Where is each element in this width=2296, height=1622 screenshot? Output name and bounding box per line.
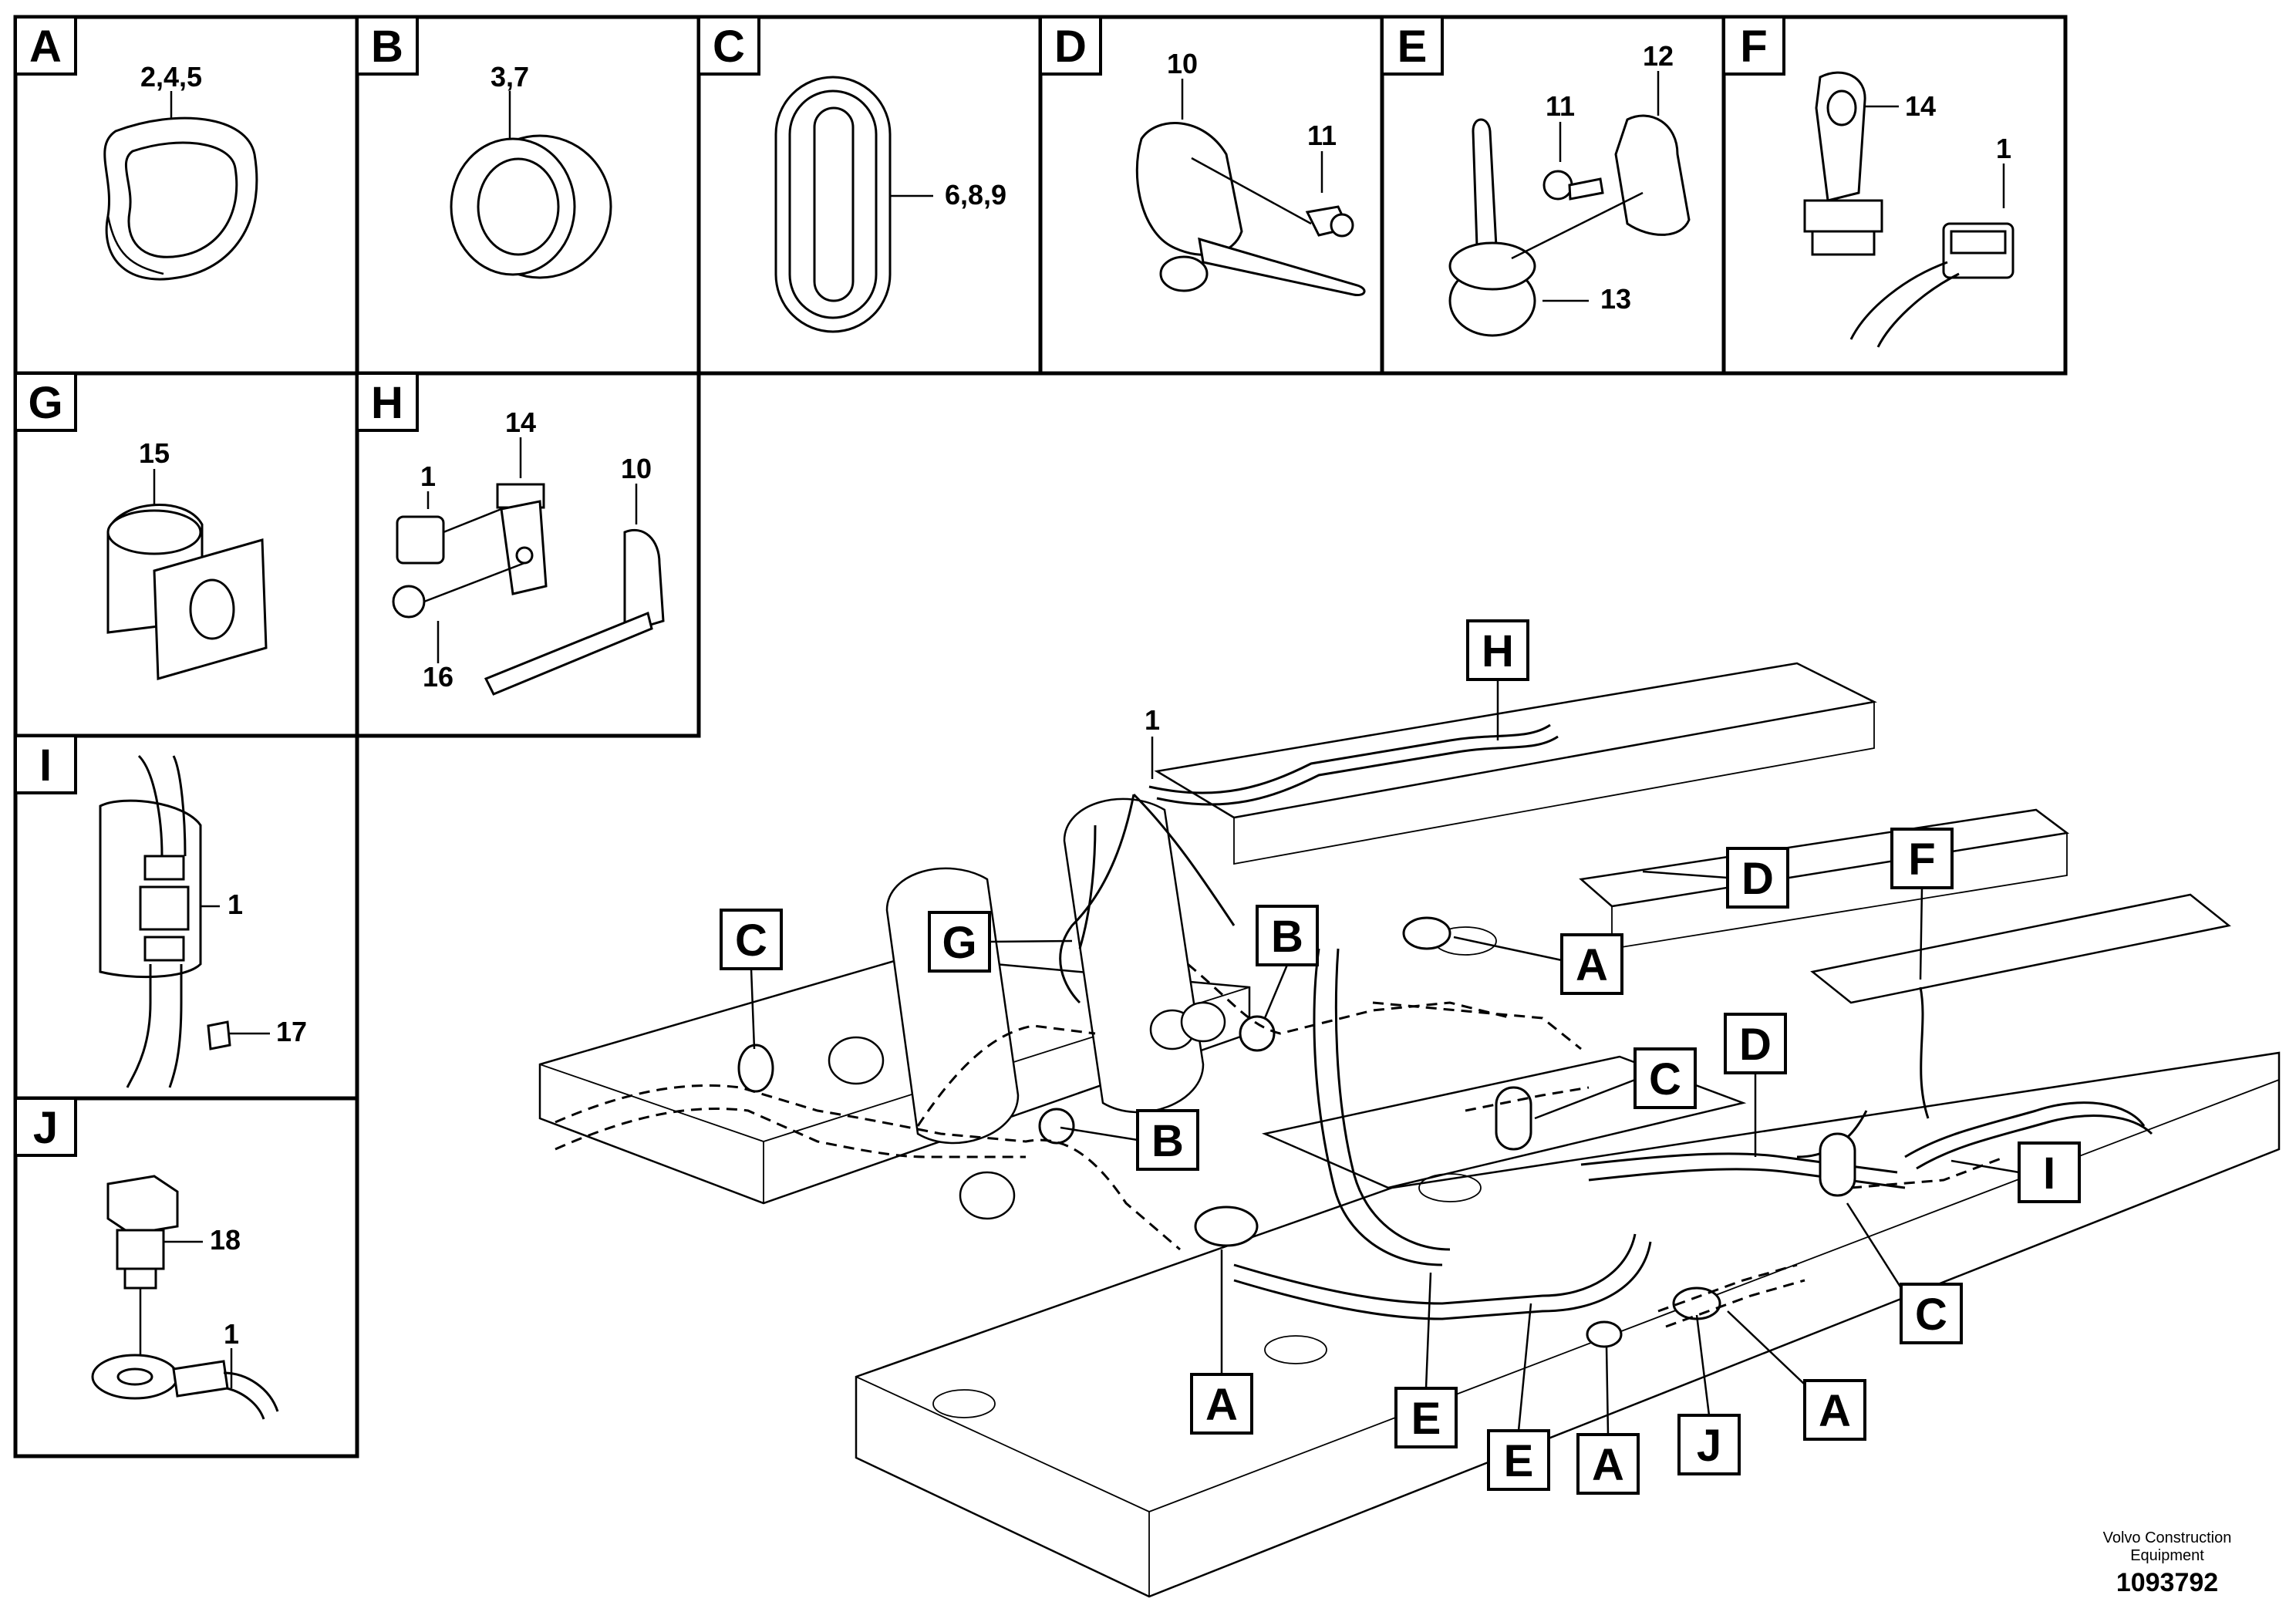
svg-text:B: B <box>1151 1116 1184 1166</box>
callout-b: B <box>1256 905 1319 1019</box>
part-number-label: 2,4,5 <box>140 61 202 93</box>
part-number-label: 14 <box>1905 90 1936 122</box>
svg-text:C: C <box>1649 1054 1681 1104</box>
part-number-label: 12 <box>1643 40 1674 72</box>
callout-f: F <box>1890 828 1954 980</box>
svg-text:C: C <box>735 916 767 966</box>
callout-j: J <box>1677 1314 1741 1475</box>
svg-text:J: J <box>1697 1421 1721 1471</box>
part-number-label: 1 <box>1996 133 2011 164</box>
callout-a: A <box>1727 1310 1866 1441</box>
panel-letter-d: D <box>1054 22 1087 72</box>
detail-panel-f: F 14 1 <box>1721 15 2068 376</box>
svg-text:C: C <box>1915 1290 1947 1340</box>
detail-panel-a: A 2,4,5 <box>13 15 359 376</box>
panel-letter-i: I <box>39 740 52 791</box>
panel-letter-e: E <box>1397 22 1428 72</box>
part-number-label: 15 <box>139 437 170 469</box>
part-number-label: 13 <box>1600 283 1631 315</box>
panel-letter-g: G <box>28 378 62 428</box>
round-grommet-part <box>450 134 612 279</box>
svg-text:A: A <box>1205 1380 1238 1430</box>
company-name-line-2: Equipment <box>2130 1547 2204 1564</box>
part-number-label: 1 <box>1145 704 1160 736</box>
svg-text:E: E <box>1411 1394 1441 1444</box>
detail-panel-g: G 15 <box>13 371 359 738</box>
cushion-clamp-part <box>106 504 268 680</box>
inline-fuse-holder-part <box>99 754 231 1088</box>
svg-text:A: A <box>1819 1386 1851 1436</box>
elongated-grommet-part <box>774 76 892 333</box>
part-number-label: 18 <box>210 1224 241 1256</box>
panel-letter-b: B <box>371 22 403 72</box>
panel-letter-j: J <box>33 1103 58 1153</box>
detail-panel-e: E 11 12 13 <box>1380 15 1726 376</box>
detail-panel-h: H 14 1 10 16 <box>355 371 701 738</box>
svg-text:G: G <box>942 918 976 968</box>
cable-tie-with-bracket-part <box>1448 114 1691 337</box>
connector-with-holder-part <box>1803 71 2014 348</box>
upper-frame-isometric-view <box>538 662 2281 1598</box>
part-number-label: 11 <box>1307 120 1337 151</box>
callout-a: A <box>1190 1249 1253 1435</box>
part-number-label: 17 <box>276 1016 307 1047</box>
callout-e: E <box>1487 1303 1550 1491</box>
callout-g: G <box>928 911 1073 973</box>
part-number-label: 10 <box>1167 48 1198 79</box>
part-number-label: 1 <box>224 1318 239 1350</box>
callout-e: E <box>1394 1272 1458 1448</box>
part-number-label: 16 <box>423 661 453 693</box>
callout-c: C <box>1846 1202 1963 1344</box>
callout-a: A <box>1453 933 1623 995</box>
callout-i: I <box>1950 1141 2081 1203</box>
detail-panel-b: B 3,7 <box>355 15 701 376</box>
svg-text:A: A <box>1592 1440 1624 1490</box>
callout-d: D <box>1724 1013 1787 1157</box>
panel-letter-f: F <box>1740 22 1767 72</box>
drawing-footer: Volvo Construction Equipment 1093792 <box>2082 1529 2252 1598</box>
panel-letter-c: C <box>713 22 745 72</box>
callout-c: C <box>1534 1047 1697 1120</box>
callout-b: B <box>1060 1109 1199 1171</box>
callout-d: D <box>1642 847 1789 909</box>
connector-bracket-assembly-part <box>392 483 665 696</box>
oval-grommet-part <box>103 116 258 281</box>
detail-panel-j: J 18 1 <box>13 1096 359 1458</box>
svg-text:F: F <box>1908 835 1935 885</box>
callout-h: H <box>1466 619 1529 740</box>
detail-panel-i: I 1 17 <box>13 733 359 1101</box>
panel-letter-h: H <box>371 378 403 428</box>
detail-panel-d: D 10 11 <box>1038 15 1384 376</box>
svg-text:D: D <box>1739 1020 1772 1070</box>
svg-text:H: H <box>1482 626 1514 676</box>
svg-text:D: D <box>1741 854 1774 904</box>
svg-text:B: B <box>1271 912 1303 962</box>
document-number: 1093792 <box>2116 1568 2219 1597</box>
svg-text:A: A <box>1576 940 1608 990</box>
panel-letter-a: A <box>29 22 62 72</box>
part-number-label: 1 <box>420 460 436 492</box>
svg-text:I: I <box>2043 1148 2055 1199</box>
callout-a: A <box>1576 1345 1640 1495</box>
part-number-label: 3,7 <box>491 61 529 93</box>
detail-panel-c: C 6,8,9 <box>696 15 1043 376</box>
clamp-with-cable-tie-part <box>1135 122 1366 297</box>
part-number-label: 10 <box>621 453 652 484</box>
part-number-label: 1 <box>228 889 243 920</box>
part-number-label: 6,8,9 <box>945 179 1006 211</box>
company-name-line-1: Volvo Construction <box>2102 1529 2232 1546</box>
svg-text:E: E <box>1504 1436 1534 1486</box>
part-number-label: 11 <box>1546 90 1575 122</box>
part-number-label: 14 <box>505 406 536 438</box>
bolt-and-ring-terminal-part <box>91 1175 279 1420</box>
callout-c: C <box>720 909 783 1050</box>
